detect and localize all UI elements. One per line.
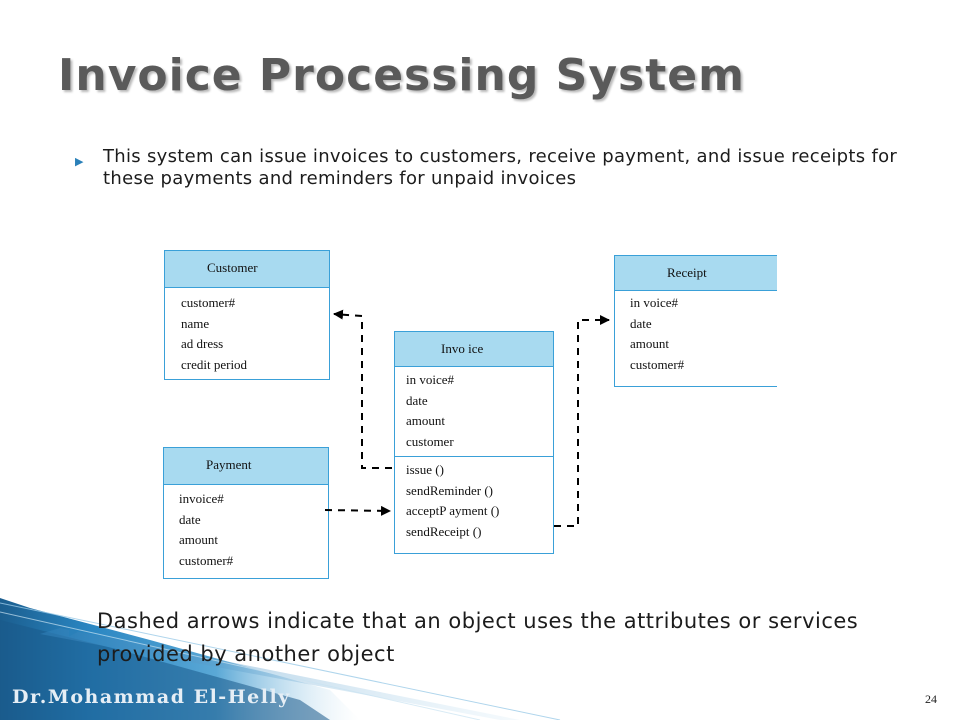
attribute-list: in voice# date amount customer# xyxy=(615,293,777,375)
attribute: date xyxy=(179,511,201,527)
attribute: amount xyxy=(179,532,218,547)
attribute: ad dress xyxy=(181,336,224,351)
operation: sendReceipt () xyxy=(406,523,482,539)
bullet-legend: ▶ Dashed arrows indicate that an object … xyxy=(69,605,917,671)
class-name: Invo ice xyxy=(441,341,484,356)
slide-title: Invoice Processing System xyxy=(58,50,745,101)
attribute: date xyxy=(630,315,652,331)
attribute: in voice# xyxy=(630,295,679,310)
attribute-list: invoice# date amount customer# xyxy=(164,489,328,571)
class-name: Receipt xyxy=(667,265,707,280)
class-customer: Customer customer# name ad dress credit … xyxy=(164,250,330,380)
bullet-description: ▶ This system can issue invoices to cust… xyxy=(75,146,903,190)
triangle-right-icon: ▶ xyxy=(69,625,78,638)
attribute: invoice# xyxy=(179,491,224,506)
attribute: amount xyxy=(406,413,445,428)
attribute: customer# xyxy=(630,356,685,372)
class-invoice: Invo ice in voice# date amount customer … xyxy=(394,331,554,554)
class-header: Receipt xyxy=(615,256,777,291)
bullet-text: Dashed arrows indicate that an object us… xyxy=(97,609,859,666)
attribute: in voice# xyxy=(406,372,455,387)
operation: sendReminder () xyxy=(406,482,494,498)
page-number: 24 xyxy=(925,692,937,706)
arrow-invoice-to-receipt xyxy=(554,315,610,527)
attribute: name xyxy=(181,315,210,331)
author-name: Dr.Mohammad El-Helly xyxy=(12,686,291,708)
class-payment: Payment invoice# date amount customer# xyxy=(163,447,329,579)
attribute-list: customer# name ad dress credit period xyxy=(165,293,329,375)
operation: acceptP ayment () xyxy=(406,503,500,518)
attribute-list: in voice# date amount customer xyxy=(395,370,553,452)
operation-list: issue () sendReminder () acceptP ayment … xyxy=(395,456,553,542)
attribute: customer xyxy=(406,433,454,449)
attribute: credit period xyxy=(181,356,248,372)
class-receipt: Receipt in voice# date amount customer# xyxy=(614,255,777,387)
arrow-invoice-to-customer xyxy=(333,309,392,469)
class-header: Invo ice xyxy=(395,332,553,367)
attribute: customer# xyxy=(179,552,234,568)
attribute: date xyxy=(406,392,428,408)
class-name: Payment xyxy=(206,457,252,472)
attribute: amount xyxy=(630,336,669,351)
arrow-payment-to-invoice xyxy=(324,505,391,516)
attribute: customer# xyxy=(181,295,236,310)
class-header: Customer xyxy=(165,251,329,288)
class-header: Payment xyxy=(164,448,328,485)
class-name: Customer xyxy=(207,260,258,275)
triangle-right-icon: ▶ xyxy=(75,155,84,168)
bullet-text: This system can issue invoices to custom… xyxy=(103,146,898,189)
operation: issue () xyxy=(406,462,444,477)
